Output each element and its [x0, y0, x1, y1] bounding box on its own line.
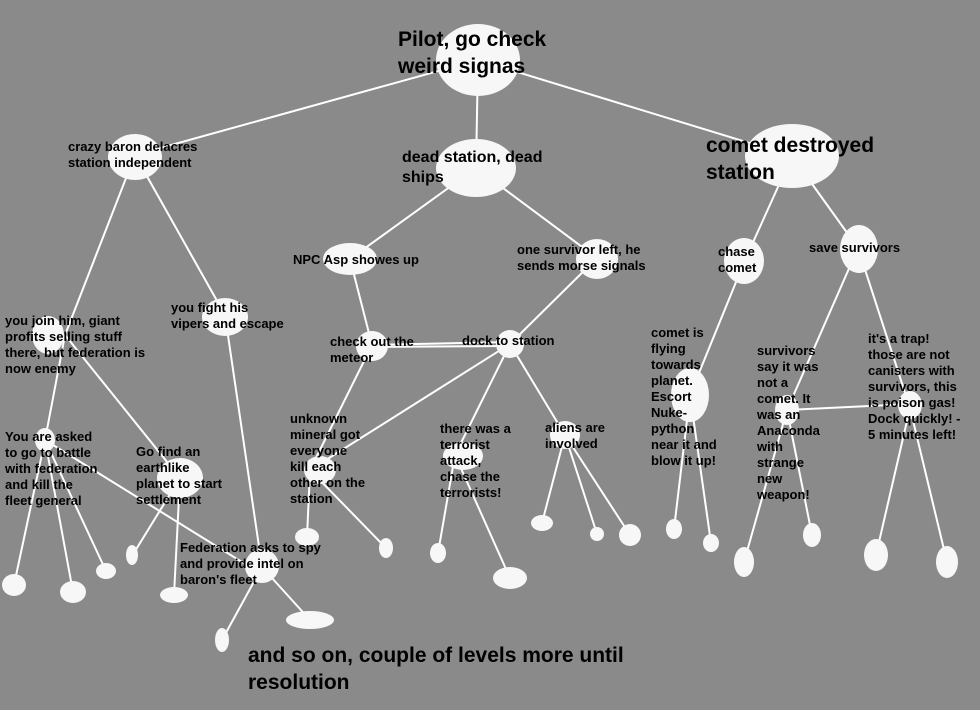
- connector-line-24: [309, 344, 373, 471]
- node-ellipse-25: [160, 587, 188, 603]
- connector-line-43: [909, 407, 948, 563]
- node-ellipse-26: [215, 628, 229, 652]
- connector-line-22: [371, 345, 511, 348]
- node-ellipse-19: [775, 395, 799, 425]
- node-ellipse-40: [936, 546, 958, 578]
- node-ellipse-15: [304, 456, 336, 484]
- connector-line-4: [134, 154, 226, 316]
- connector-line-14: [44, 439, 251, 568]
- connector-line-32: [564, 434, 598, 535]
- node-ellipse-9: [840, 225, 878, 273]
- connector-line-2: [477, 59, 793, 157]
- connector-line-28: [437, 454, 456, 554]
- node-label-dead-station: dead station, dead ships: [402, 149, 543, 186]
- connector-line-27: [454, 343, 511, 456]
- node-ellipse-4: [32, 316, 64, 354]
- node-ellipse-2: [436, 139, 516, 197]
- connector-line-29: [454, 454, 511, 579]
- node-label-terrorist: there was a terrorist attack, chase the …: [440, 421, 511, 500]
- node-ellipse-38: [803, 523, 821, 547]
- node-label-baron: crazy baron delacres station independent: [68, 139, 198, 170]
- node-ellipse-8: [724, 238, 764, 284]
- connector-line-39: [743, 409, 788, 563]
- connector-line-9: [44, 334, 66, 441]
- node-ellipse-20: [898, 391, 922, 419]
- node-ellipse-37: [734, 547, 754, 577]
- node-ellipse-35: [666, 519, 682, 539]
- node-ellipse-7: [576, 239, 618, 279]
- node-label-fight: you fight his vipers and escape: [171, 300, 284, 331]
- node-label-survivor: one survivor left, he sends morse signal…: [517, 242, 646, 273]
- connector-line-33: [564, 434, 631, 536]
- node-label-chase-comet: chase comet: [718, 244, 757, 275]
- node-label-root: Pilot, go check weird signas: [398, 28, 547, 78]
- node-ellipse-29: [379, 538, 393, 558]
- node-label-anaconda: survivors say it was not a comet. It was…: [757, 343, 820, 502]
- node-ellipse-16: [443, 442, 483, 470]
- node-ellipse-17: [550, 421, 580, 449]
- node-ellipse-39: [864, 539, 888, 571]
- node-ellipse-14: [245, 549, 279, 583]
- node-ellipse-27: [286, 611, 334, 629]
- node-label-dock: dock to station: [462, 333, 555, 348]
- node-ellipse-36: [703, 534, 719, 552]
- node-ellipse-23: [96, 563, 116, 579]
- connector-line-42: [875, 407, 911, 556]
- node-ellipse-13: [157, 458, 203, 498]
- node-label-aliens: aliens are involved: [545, 420, 605, 451]
- node-ellipse-0: [436, 24, 520, 96]
- connector-line-40: [786, 409, 813, 536]
- node-ellipse-24: [126, 545, 138, 565]
- node-label-battle: You are asked to go to battle with feder…: [5, 429, 98, 508]
- node-ellipse-18: [671, 368, 709, 422]
- node-ellipse-21: [2, 574, 26, 596]
- connector-line-31: [541, 434, 566, 524]
- connector-line-3: [64, 154, 136, 336]
- node-label-comet-flying: comet is flying towards planet. Escort N…: [651, 325, 717, 468]
- node-ellipse-6: [323, 243, 377, 275]
- connector-line-0: [134, 59, 479, 156]
- connector-line-17: [224, 314, 263, 568]
- node-ellipse-10: [356, 331, 388, 361]
- node-ellipse-33: [590, 527, 604, 541]
- connector-line-44: [786, 403, 911, 411]
- connector-line-10: [64, 334, 181, 479]
- node-ellipse-5: [202, 298, 248, 336]
- node-label-mineral: unknown mineral got everyone kill each o…: [290, 411, 366, 506]
- node-ellipse-3: [745, 124, 839, 188]
- connector-line-38: [786, 247, 859, 411]
- node-ellipse-11: [496, 330, 524, 358]
- connector-line-11: [13, 439, 46, 586]
- connector-line-34: [309, 343, 511, 471]
- node-ellipse-1: [108, 134, 162, 180]
- node-ellipse-28: [295, 528, 319, 546]
- node-label-join-baron: you join him, giant profits selling stuf…: [5, 313, 146, 376]
- node-ellipse-22: [60, 581, 86, 603]
- connector-line-13: [44, 439, 107, 572]
- node-label-meteor: check out the meteor: [330, 334, 414, 365]
- node-label-npc-asp: NPC Asp showes up: [293, 252, 419, 267]
- node-ellipse-34: [619, 524, 641, 546]
- connector-line-21: [371, 341, 511, 346]
- node-label-spy: Federation asks to spy and provide intel…: [180, 540, 321, 587]
- node-label-earthlike: Go find an earthlike planet to start set…: [136, 444, 222, 507]
- connector-line-25: [306, 469, 311, 538]
- connector-line-30: [509, 343, 566, 436]
- node-ellipse-31: [493, 567, 527, 589]
- node-label-trap: it's a trap! those are not canisters wit…: [868, 331, 961, 442]
- node-ellipse-32: [531, 515, 553, 531]
- footer-text: and so on, couple of levels more until r…: [248, 644, 624, 694]
- connector-line-41: [857, 247, 911, 409]
- node-label-comet: comet destroyed station: [706, 134, 875, 184]
- node-label-save-survivors: save survivors: [809, 240, 901, 255]
- connector-line-12: [44, 439, 74, 593]
- node-ellipse-30: [430, 543, 446, 563]
- node-ellipse-12: [35, 428, 55, 452]
